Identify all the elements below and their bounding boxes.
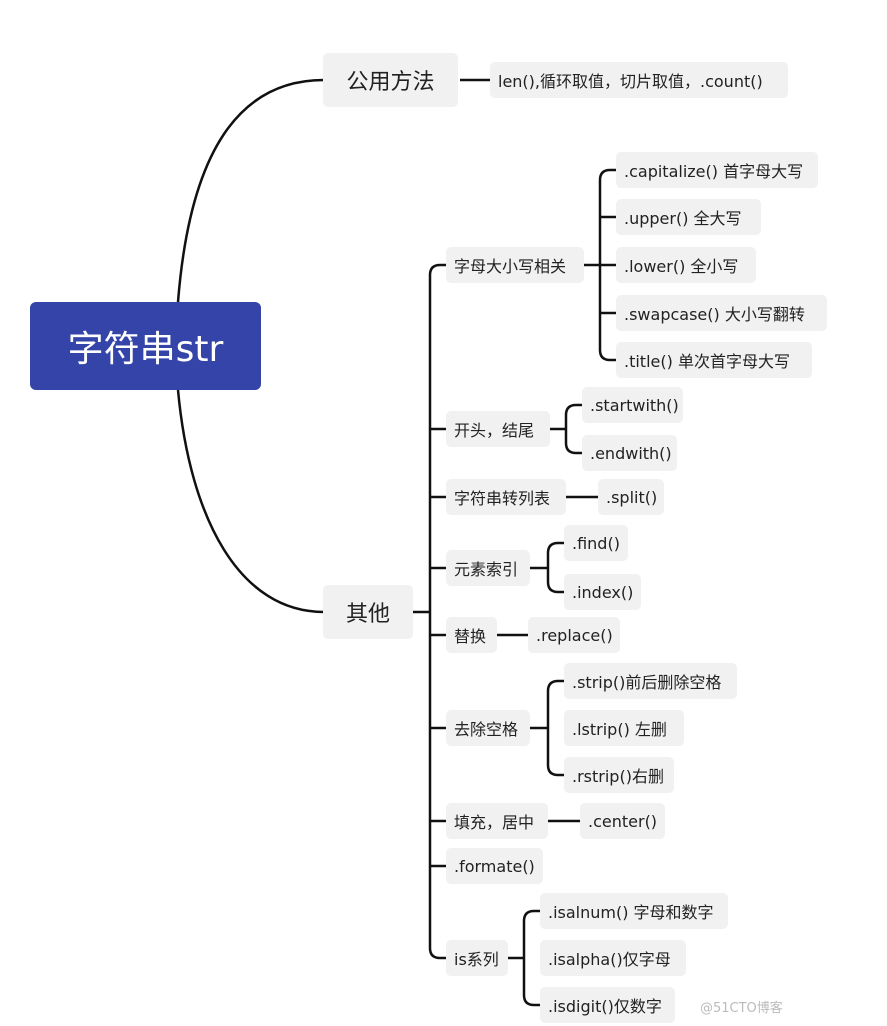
case-branch[interactable]: 字母大小写相关 <box>446 247 584 283</box>
capitalize-leaf[interactable]: .capitalize() 首字母大写 <box>616 152 818 188</box>
root-node[interactable]: 字符串str <box>30 302 261 390</box>
isalnum-leaf[interactable]: .isalnum() 字母和数字 <box>540 893 728 929</box>
endwith-leaf[interactable]: .endwith() <box>582 435 677 471</box>
lstrip-leaf[interactable]: .lstrip() 左删 <box>564 710 684 746</box>
rstrip-leaf[interactable]: .rstrip()右删 <box>564 757 674 793</box>
formate-branch[interactable]: .formate() <box>446 848 543 884</box>
find-leaf[interactable]: .find() <box>564 525 628 561</box>
index-leaf[interactable]: .index() <box>564 574 641 610</box>
startwith-leaf[interactable]: .startwith() <box>582 387 683 423</box>
title-leaf[interactable]: .title() 单次首字母大写 <box>616 342 812 378</box>
strip-branch[interactable]: 去除空格 <box>446 710 530 746</box>
upper-leaf[interactable]: .upper() 全大写 <box>616 199 761 235</box>
replace-branch[interactable]: 替换 <box>446 617 497 653</box>
lower-leaf[interactable]: .lower() 全小写 <box>616 247 756 283</box>
common-methods-detail[interactable]: len(),循环取值，切片取值，.count() <box>490 62 788 98</box>
center-leaf[interactable]: .center() <box>580 803 665 839</box>
other-node[interactable]: 其他 <box>323 585 413 639</box>
replace-leaf[interactable]: .replace() <box>528 617 620 653</box>
swapcase-leaf[interactable]: .swapcase() 大小写翻转 <box>616 295 827 331</box>
tolist-branch[interactable]: 字符串转列表 <box>446 479 566 515</box>
watermark: @51CTO博客 <box>700 1001 783 1016</box>
is-series-branch[interactable]: is系列 <box>446 940 508 976</box>
startend-branch[interactable]: 开头，结尾 <box>446 411 550 447</box>
center-branch[interactable]: 填充，居中 <box>446 803 548 839</box>
isalpha-leaf[interactable]: .isalpha()仅字母 <box>540 940 686 976</box>
index-branch[interactable]: 元素索引 <box>446 550 530 586</box>
common-methods-node[interactable]: 公用方法 <box>323 53 458 107</box>
strip-leaf[interactable]: .strip()前后删除空格 <box>564 663 737 699</box>
isdigit-leaf[interactable]: .isdigit()仅数字 <box>540 987 675 1023</box>
split-leaf[interactable]: .split() <box>598 479 664 515</box>
